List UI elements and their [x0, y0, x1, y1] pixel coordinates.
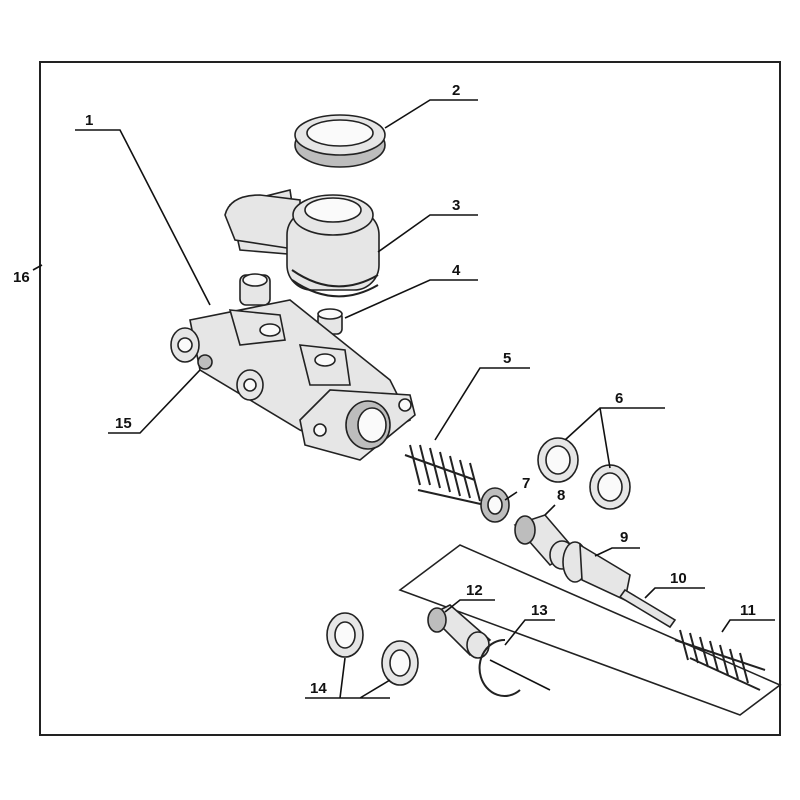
part-bleeder-screw	[197, 354, 213, 370]
callout-4: 4	[452, 262, 461, 279]
callout-14: 14	[310, 680, 327, 697]
part-seal-7	[480, 487, 510, 523]
part-reservoir-cap	[294, 114, 386, 168]
callout-15: 15	[115, 415, 132, 432]
part-seal-rings-6	[537, 437, 631, 510]
callout-8: 8	[557, 487, 565, 504]
callout-9: 9	[620, 529, 628, 546]
part-boot-9	[562, 541, 631, 602]
callout-5: 5	[503, 350, 511, 367]
part-snap-ring-13	[478, 638, 551, 697]
part-spring-11	[674, 629, 766, 691]
part-pushrod-10	[618, 588, 677, 629]
part-reservoir	[224, 189, 380, 298]
callout-12: 12	[466, 582, 483, 599]
callout-10: 10	[670, 570, 687, 587]
leader-lines	[32, 99, 775, 699]
inset-box	[398, 544, 782, 716]
part-cylinder-body	[170, 273, 416, 461]
callout-11: 11	[740, 602, 756, 619]
callout-1: 1	[85, 112, 93, 129]
callout-6: 6	[615, 390, 623, 407]
callout-13: 13	[531, 602, 548, 619]
callout-3: 3	[452, 197, 460, 214]
callout-16: 16	[13, 269, 30, 286]
diagram-frame	[39, 61, 781, 736]
callout-2: 2	[452, 82, 460, 99]
part-seal-rings-14	[326, 612, 419, 686]
callout-7: 7	[522, 475, 530, 492]
part-spring	[404, 444, 486, 506]
part-piston-12	[427, 604, 492, 659]
